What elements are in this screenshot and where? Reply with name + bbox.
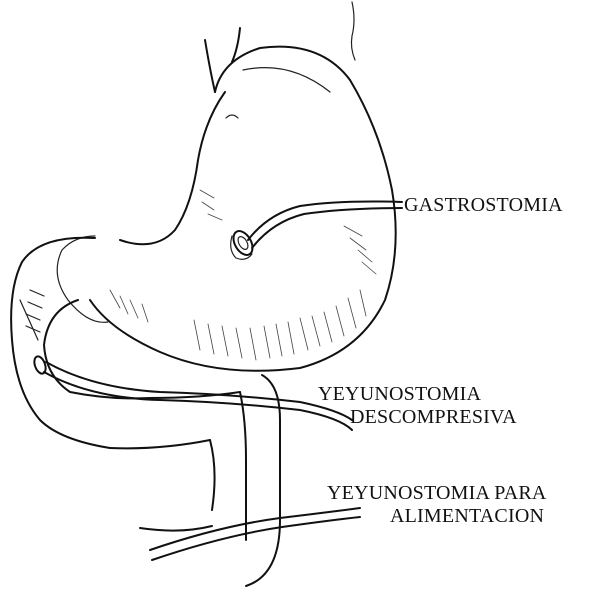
feeding-tube (140, 508, 360, 560)
intestine (11, 238, 280, 586)
gastrostomy-tube (230, 202, 402, 260)
feeding-jejunostomy-label-line1: YEYUNOSTOMIA PARA (327, 482, 547, 504)
gastrostomy-label: GASTROSTOMIA (404, 194, 563, 216)
decompressive-jejunostomy-label-line1: YEYUNOSTOMIA (318, 383, 481, 405)
decompressive-jejunostomy-label-line2: DESCOMPRESIVA (350, 406, 517, 428)
feeding-jejunostomy-label-line2: ALIMENTACION (390, 505, 544, 527)
top-mark (351, 2, 355, 60)
stomach (57, 47, 396, 371)
